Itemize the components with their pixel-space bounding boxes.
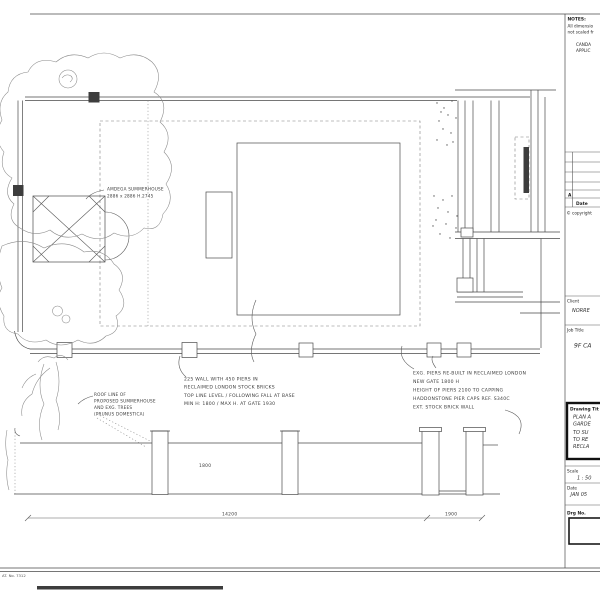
date-section: Date JAN 05 — [567, 486, 587, 499]
revision-date-header: Date — [576, 201, 588, 207]
plant-symbol — [52, 305, 63, 317]
summerhouse — [32, 195, 130, 263]
notes-label: NOTES: — [568, 17, 587, 23]
sheet-border — [0, 13, 600, 590]
note-line: AND EXG. TREES — [94, 405, 132, 410]
wall-spec-note: 225 WALL WITH 450 PIERS IN RECLAIMED LON… — [183, 377, 295, 408]
tree-canopies — [0, 52, 172, 346]
note-line: EXG. PIERS RE-BUILT IN RECLAIMED LONDON — [413, 371, 526, 377]
drg-no-section: Drg No. — [567, 511, 600, 545]
title-block: A Date NOTES: All dimensio not scaled fr… — [564, 14, 600, 568]
scale-bar — [37, 586, 223, 590]
drawing-title-line: PLAN A — [573, 415, 592, 421]
job-title-value: 9F CA — [574, 343, 591, 350]
note-line: (PRUNUS DOMESTICA) — [94, 412, 145, 417]
note-line: HADDONSTONE PIER CAPS REF. S340C — [413, 396, 510, 402]
boundary-walls — [13, 92, 540, 354]
gravel-stipple — [432, 100, 458, 239]
notes-line: not scaled fr — [568, 30, 594, 35]
notes-line: APPLIC — [576, 48, 590, 53]
drawing-title-line: TO SU — [573, 430, 589, 436]
job-title-label: Job Title — [566, 328, 584, 333]
gate-leaf — [523, 147, 529, 193]
plan-view — [0, 52, 560, 491]
notes-section: NOTES: All dimensio not scaled fr CANDA … — [568, 17, 594, 54]
scale-section: Scale 1 : 50 — [567, 469, 591, 482]
pier-spec-note: EXG. PIERS RE-BUILT IN RECLAIMED LONDON … — [413, 371, 526, 411]
summerhouse-note: AMDEGA SUMMERHOUSE 2886 x 2886 H.2745 — [107, 187, 164, 199]
revision-table: A Date — [565, 151, 600, 208]
revision-letter: A — [568, 193, 572, 199]
annotations: AMDEGA SUMMERHOUSE 2886 x 2886 H.2745 22… — [94, 187, 526, 417]
pier-cap — [463, 427, 486, 432]
entrance-drive — [455, 89, 560, 348]
drg-no-label: Drg No. — [567, 511, 586, 517]
note-line: PROPOSED SUMMERHOUSE — [94, 399, 156, 404]
gate-piers — [419, 427, 498, 496]
gate-width-dim: 1900 — [445, 512, 457, 518]
note-line: 2886 x 2886 H.2745 — [107, 194, 154, 199]
sheet-footer-ref: AT. No. 7312 — [2, 573, 26, 578]
drawing-title-section: Drawing Tit PLAN A GARDE TO SU TO RE REC… — [565, 401, 600, 461]
bench-outline — [205, 191, 233, 259]
date-label: Date — [567, 486, 577, 491]
steps — [455, 227, 560, 314]
copyright-note: © copyright — [567, 211, 593, 216]
wall-height-dim: 1800 — [199, 463, 211, 469]
tree-trunks — [5, 355, 69, 491]
drawing-title-label: Drawing Tit — [570, 407, 599, 413]
notes-line: All dimensio — [568, 24, 594, 29]
drawing-title-line: RECLA — [573, 444, 590, 450]
roof-line-note: ROOF LINE OF PROPOSED SUMMERHOUSE AND EX… — [94, 392, 156, 417]
scale-label: Scale — [567, 469, 579, 474]
date-value: JAN 05 — [570, 492, 588, 498]
lawn-outline — [99, 100, 421, 327]
note-line: AMDEGA SUMMERHOUSE — [107, 187, 164, 192]
drawing-title-line: TO RE — [573, 437, 589, 443]
wall-pier-mark — [88, 92, 100, 103]
note-line: TOP LINE LEVEL / FOLLOWING FALL AT BASE — [183, 393, 295, 399]
scale-value: 1 : 50 — [577, 476, 591, 482]
note-line: NEW GATE 1800 H — [413, 379, 459, 385]
wall-pier-mark — [13, 185, 24, 196]
note-line: HEIGHT OF PIERS 2100 TO CAPPING — [413, 388, 504, 394]
note-line: EXT. STOCK BRICK WALL — [413, 405, 475, 411]
door-swing-arc — [104, 235, 130, 261]
dimension-line: 14200 1900 — [24, 512, 486, 522]
note-line: 225 WALL WITH 450 PIERS IN — [184, 377, 258, 383]
wall-elevation: 1800 — [14, 427, 500, 496]
door-swing-arc — [104, 211, 130, 237]
wall-length-dim: 14200 — [222, 512, 237, 518]
note-line: ROOF LINE OF — [94, 392, 126, 397]
client-value: NORRE — [572, 308, 591, 314]
job-title-section: Job Title 9F CA — [566, 328, 591, 350]
terrace-outline — [236, 142, 401, 316]
client-label: Client — [567, 299, 579, 304]
plant-symbol — [61, 314, 71, 324]
note-line: RECLAIMED LONDON STOCK BRICKS — [184, 385, 275, 391]
note-line: MIN H: 1800 / MAX H. AT GATE 1930 — [184, 401, 275, 407]
client-section: Client NORRE — [567, 299, 591, 315]
drawing-title-line: GARDE — [573, 422, 592, 428]
plant-symbol — [58, 69, 78, 89]
leader-lines — [77, 189, 522, 448]
plan-wall-piers — [56, 342, 472, 358]
pier-cap — [419, 427, 442, 432]
notes-line: CANDA — [576, 42, 591, 47]
elevation-piers — [150, 430, 300, 495]
